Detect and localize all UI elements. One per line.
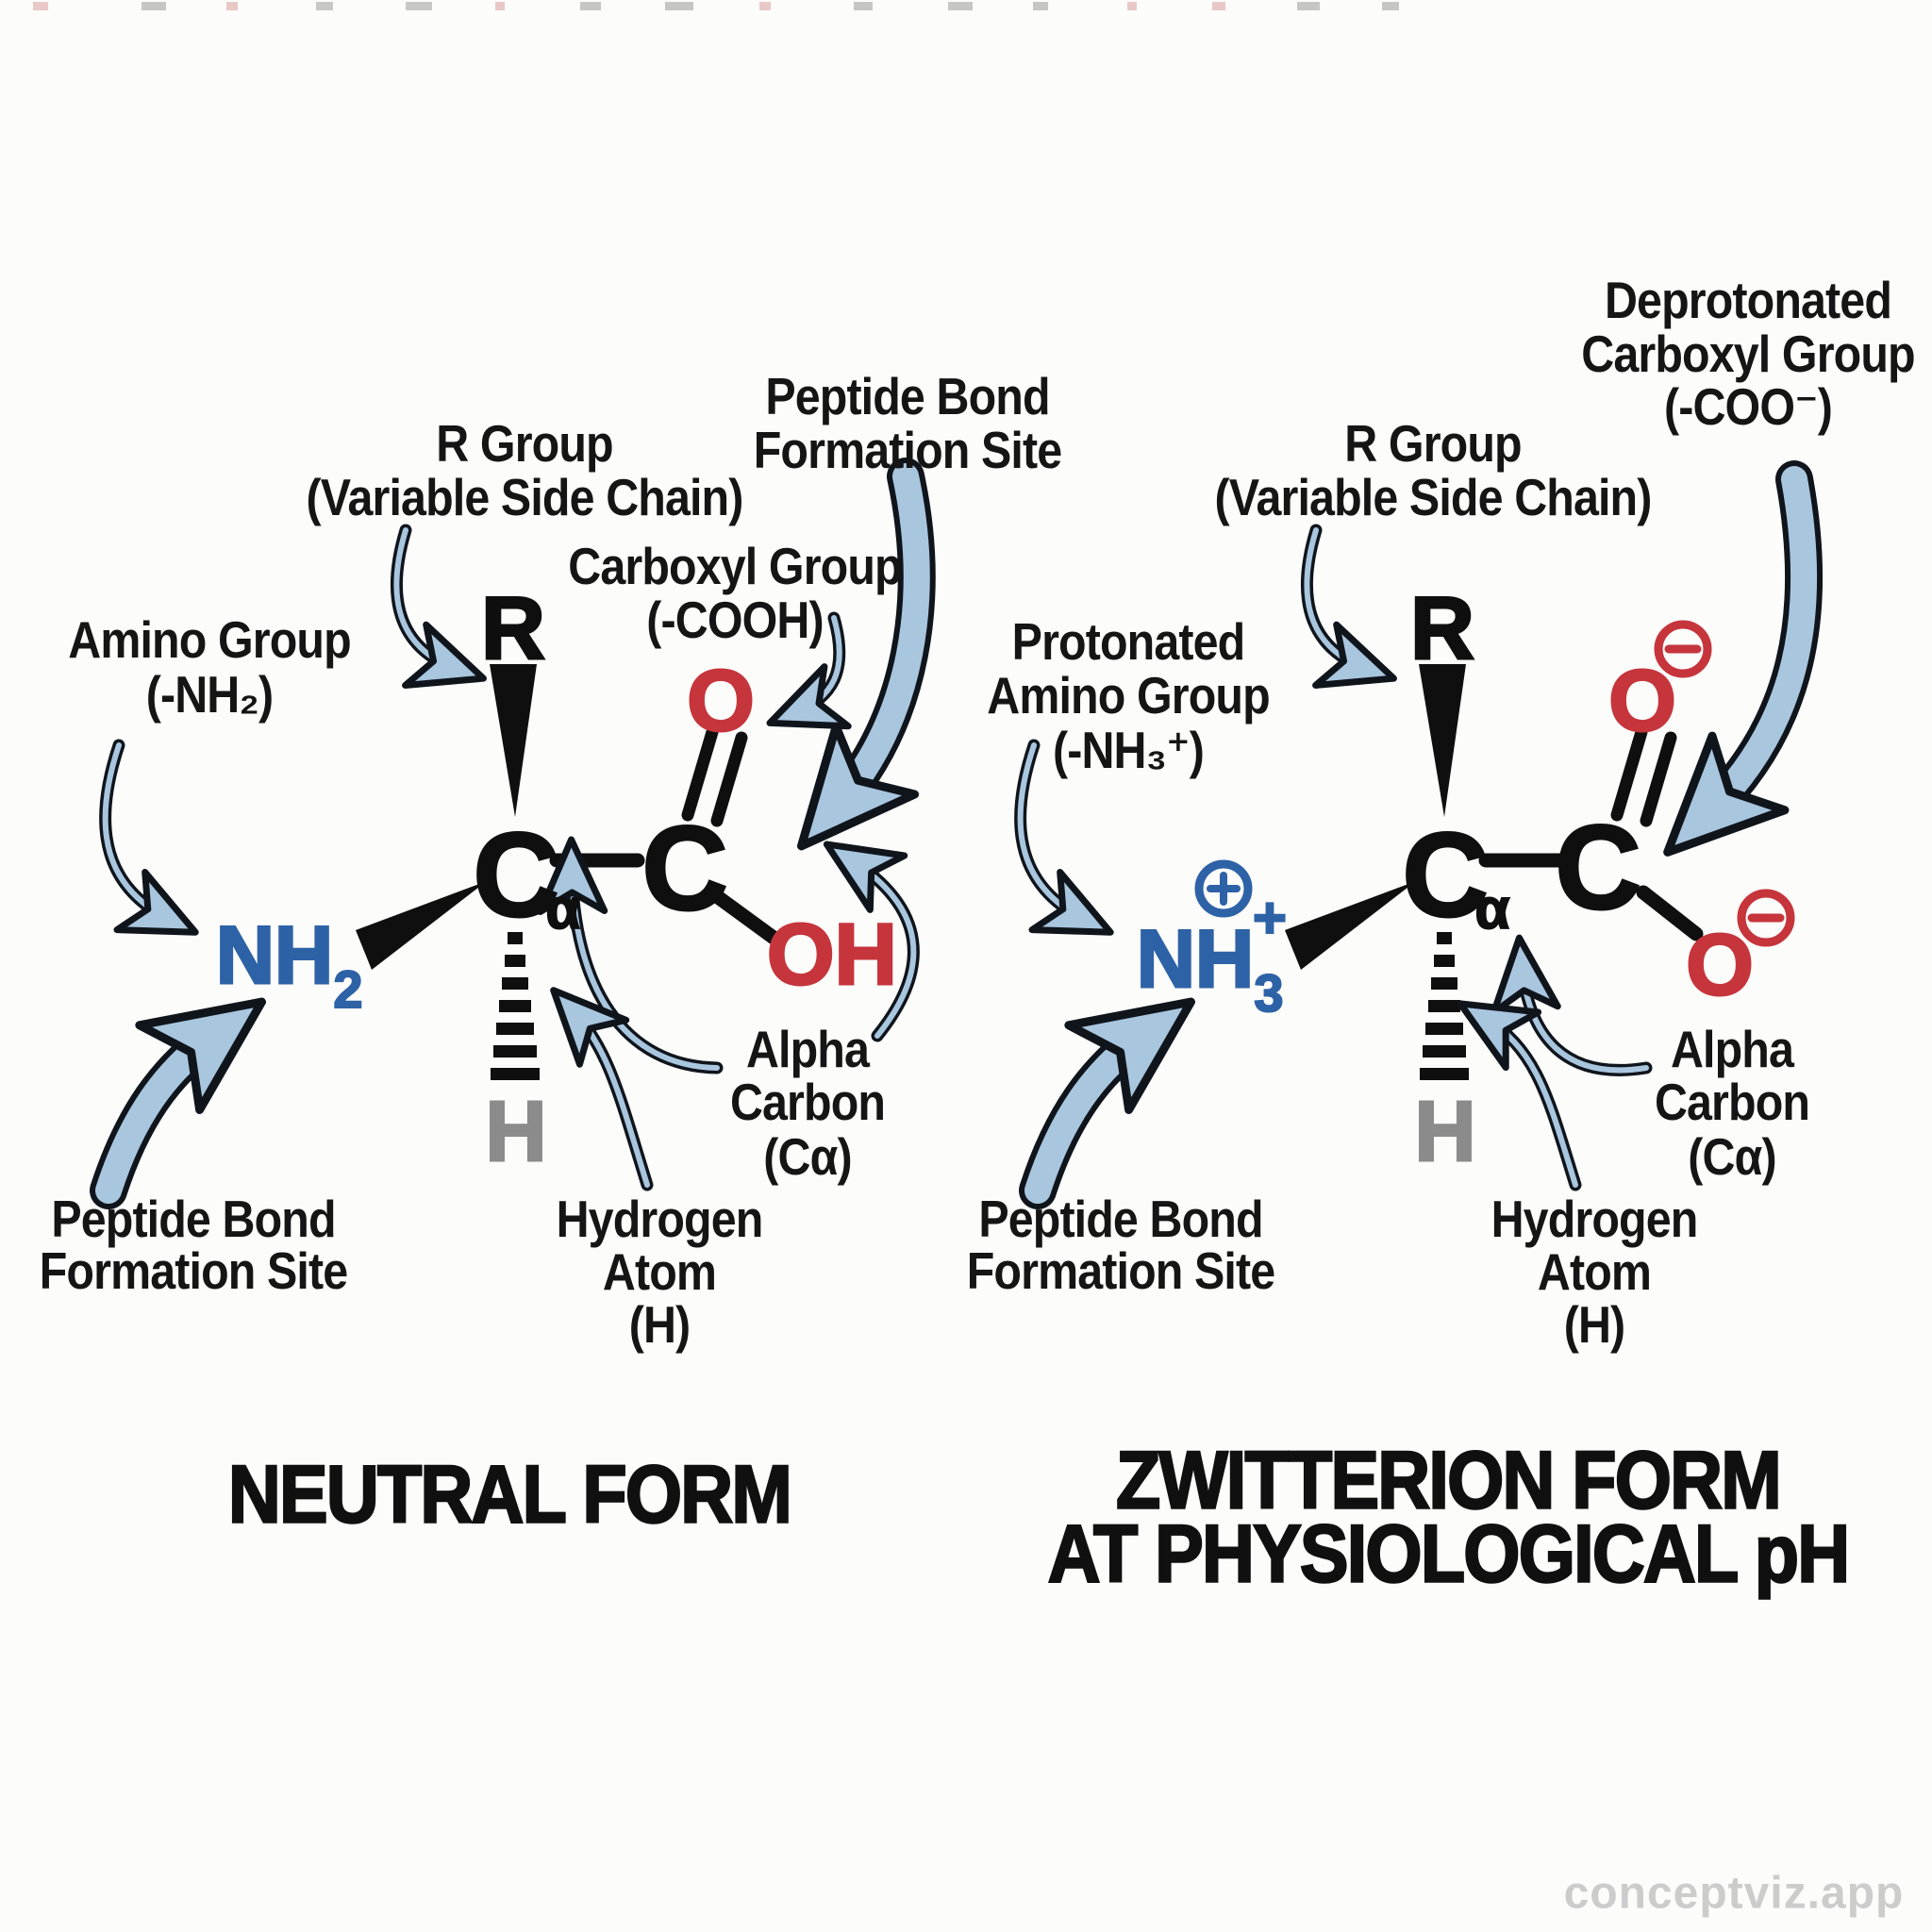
- arrow-deprotonated-label-to-coo: [1663, 460, 1824, 857]
- label-hydrogen-line2: Atom: [1537, 1242, 1652, 1301]
- neutral-molecule-bonds: [356, 664, 781, 1080]
- label-amino-group-line2: (-NH₂): [145, 665, 274, 724]
- label-protonated-line3: (-NH₃⁺): [1052, 721, 1205, 779]
- arrow-hydrogen-label-to-h: [1457, 1000, 1582, 1191]
- watermark: conceptviz.app: [1563, 1868, 1905, 1919]
- double-bond-line-2: [710, 731, 748, 827]
- atom-hydrogen: H: [484, 1085, 548, 1179]
- label-amino-group-line1: Amino Group: [68, 610, 351, 669]
- atom-carbonyl-oxygen: O: [686, 653, 757, 749]
- zwitterion-title-line1: ZWITTERION FORM: [1115, 1434, 1783, 1527]
- label-peptide-bottom-line1: Peptide Bond: [978, 1190, 1263, 1248]
- hash-bond-calpha-to-h: [491, 932, 540, 1080]
- zwitterion-title-line2: AT PHYSIOLOGICAL pH: [1046, 1507, 1851, 1601]
- label-alpha-carbon-line3: (Cα): [1688, 1127, 1776, 1186]
- label-peptide-bottom-line1: Peptide Bond: [51, 1190, 336, 1248]
- atom-carboxylate-oxygen: O: [1685, 917, 1756, 1013]
- atom-alpha-carbon: C: [472, 808, 560, 941]
- arrow-rgroup-label-to-r: [390, 524, 487, 689]
- label-peptide-bottom-line2: Formation Site: [39, 1241, 348, 1300]
- wedge-bond-r-to-calpha: [490, 664, 537, 817]
- arrow-oh-side-to-carboxyl: [823, 841, 920, 1042]
- wedge-bond-r-to-calpha: [1419, 664, 1466, 817]
- label-r-group-line2: (Variable Side Chain): [306, 468, 744, 526]
- arrow-hydrogen-label-to-h: [550, 987, 654, 1191]
- label-peptide-top-line2: Formation Site: [753, 421, 1062, 479]
- atom-hydroxyl: OH: [766, 907, 899, 1003]
- atom-hydrogen: H: [1413, 1085, 1477, 1179]
- bond-c-to-oh: [707, 887, 781, 945]
- wedge-bond-nh3-to-calpha: [1285, 881, 1416, 970]
- label-alpha-carbon-line2: Carbon: [729, 1073, 886, 1131]
- label-deprotonated-line2: Carboxyl Group: [1581, 325, 1915, 383]
- atom-alpha-subscript: α: [1474, 877, 1511, 941]
- negative-charge-badge-top: [1654, 620, 1712, 678]
- hash-bond-calpha-to-h: [1420, 932, 1469, 1080]
- arrow-protonated-label-to-nh3: [1014, 739, 1114, 936]
- label-alpha-carbon-line2: Carbon: [1654, 1073, 1810, 1131]
- label-protonated-line1: Protonated: [1011, 612, 1246, 671]
- label-carboxyl-line1: Carboxyl Group: [568, 537, 902, 595]
- atom-amino-subscript: 2: [332, 959, 363, 1019]
- atom-alpha-carbon: C: [1401, 808, 1490, 941]
- label-protonated-line2: Amino Group: [987, 666, 1270, 724]
- label-hydrogen-line1: Hydrogen: [556, 1190, 764, 1248]
- label-alpha-carbon-line3: (Cα): [763, 1127, 852, 1186]
- negative-charge-badge-bottom: [1737, 889, 1795, 947]
- label-deprotonated-line1: Deprotonated: [1604, 271, 1892, 329]
- arrow-carboxyl-label-to-o: [766, 611, 852, 730]
- label-r-group-line1: R Group: [1344, 414, 1522, 473]
- top-edge-artifacts: [33, 2, 1399, 10]
- arrow-rgroup-label-to-r: [1300, 524, 1397, 689]
- atom-carbonyl-oxygen: O: [1607, 653, 1678, 749]
- label-r-group-line1: R Group: [436, 414, 613, 473]
- label-hydrogen-line2: Atom: [602, 1242, 717, 1301]
- double-bond-line-1: [681, 725, 719, 822]
- arrow-peptide-site-to-nh2: [90, 997, 267, 1209]
- double-bond-line-2: [1640, 731, 1677, 827]
- label-deprotonated-line3: (-COO⁻): [1664, 377, 1833, 436]
- zwitterion-molecule-bonds: [1285, 664, 1704, 1080]
- arrow-peptide-top-to-carboxyl: [797, 458, 936, 851]
- atom-alpha-subscript: α: [545, 877, 582, 941]
- label-alpha-carbon-line1: Alpha: [1670, 1020, 1794, 1078]
- atom-carboxyl-carbon: C: [1554, 801, 1642, 934]
- positive-charge-badge: [1194, 859, 1253, 918]
- label-hydrogen-line1: Hydrogen: [1491, 1190, 1699, 1248]
- atom-r-group: R: [1409, 578, 1476, 677]
- label-hydrogen-line3: (H): [628, 1295, 691, 1354]
- label-hydrogen-line3: (H): [1563, 1295, 1625, 1354]
- arrow-peptide-site-to-nh3: [1019, 997, 1196, 1209]
- atom-carboxyl-carbon: C: [641, 802, 729, 935]
- label-peptide-bottom-line2: Formation Site: [966, 1241, 1275, 1300]
- label-carboxyl-line2: (-COOH): [646, 591, 824, 649]
- atom-r-group: R: [480, 578, 547, 677]
- atom-ammonium-plus: +: [1252, 886, 1288, 951]
- double-bond-line-1: [1610, 725, 1648, 822]
- label-peptide-top-line1: Peptide Bond: [765, 367, 1050, 425]
- label-r-group-line2: (Variable Side Chain): [1214, 468, 1653, 526]
- label-alpha-carbon-line1: Alpha: [745, 1020, 870, 1078]
- wedge-bond-nh2-to-calpha: [356, 881, 487, 970]
- atom-ammonium-subscript: 3: [1253, 963, 1284, 1023]
- bond-c-to-o-minus: [1636, 885, 1704, 941]
- neutral-form-title: NEUTRAL FORM: [227, 1448, 793, 1541]
- arrow-alpha-label-to-calpha: [1491, 934, 1653, 1076]
- atom-ammonium-nh: NH: [1135, 914, 1255, 1005]
- arrow-amino-label-to-nh2: [99, 739, 199, 936]
- atom-amino-nh: NH: [214, 910, 334, 1001]
